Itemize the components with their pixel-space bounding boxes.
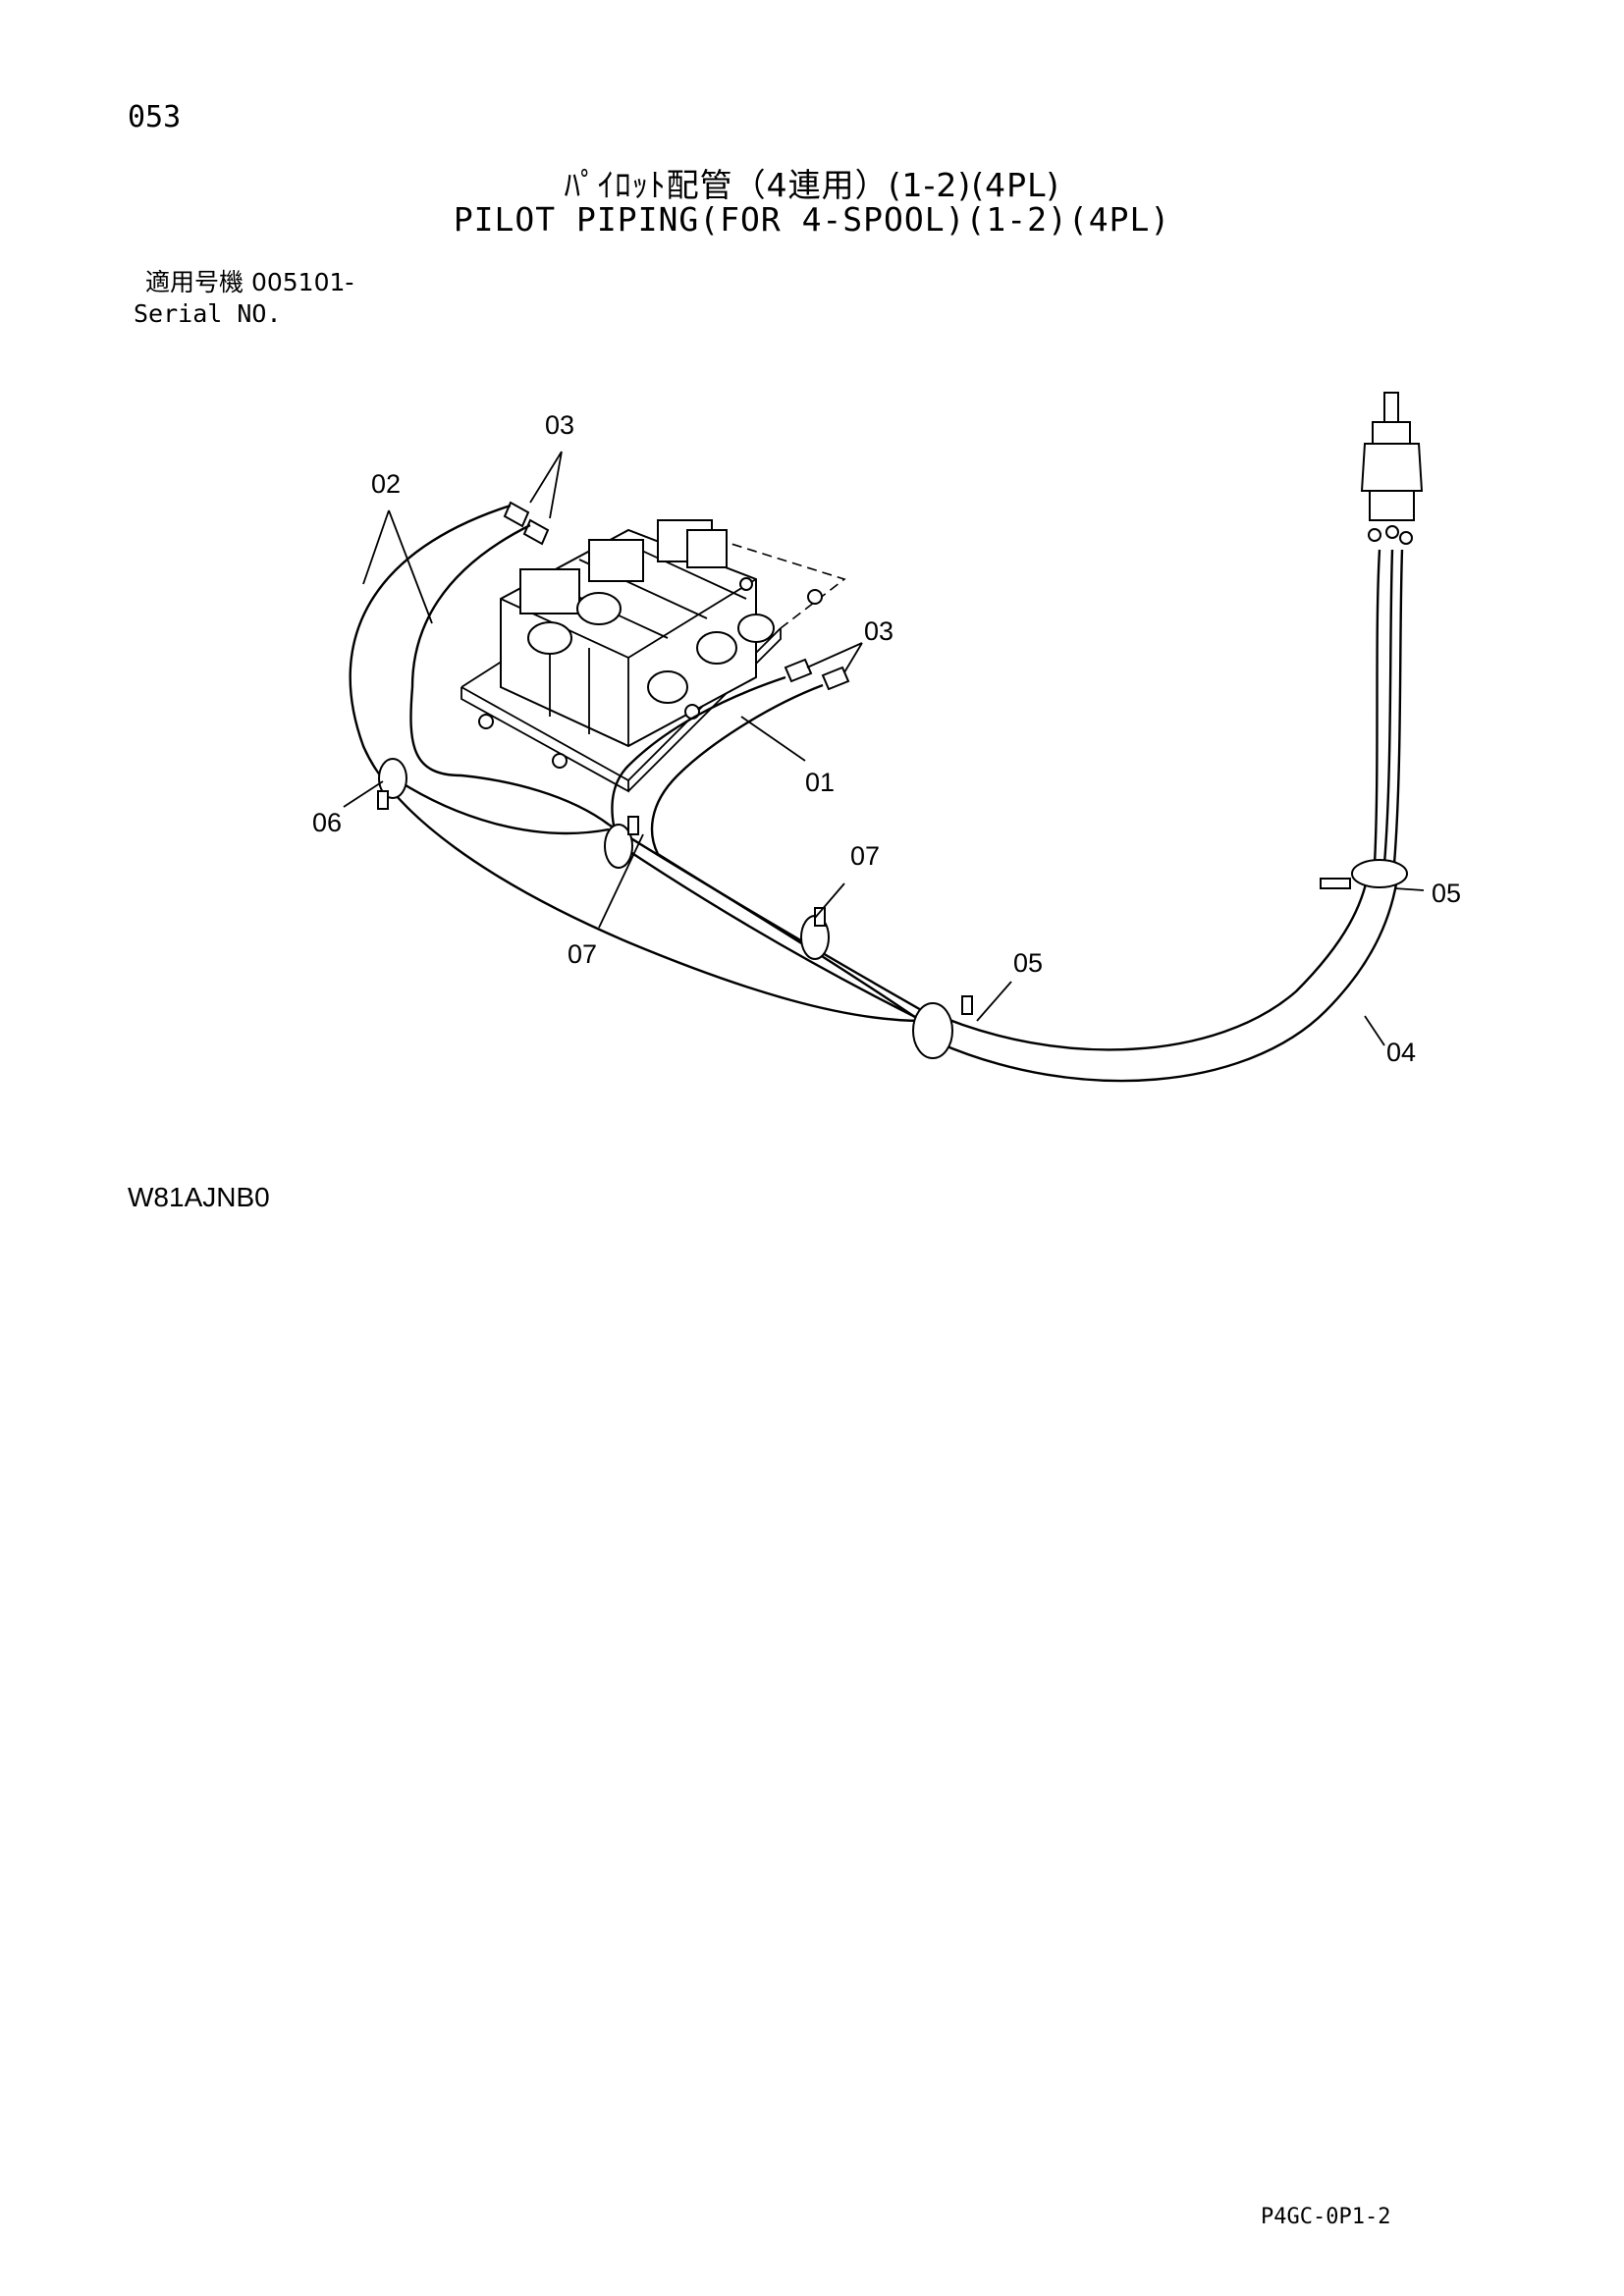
page-number: 053 [128,100,182,134]
callout-05-left: 05 [1013,948,1044,978]
pilot-lines-vertical [1373,549,1404,865]
callout-01: 01 [805,768,836,797]
control-valve-block [478,519,823,769]
elbow-fittings-upper [503,501,550,546]
title-japanese: ﾊﾟｲﾛｯﾄ配管（4連用）(1-2)(4PL) [564,166,1060,204]
page-code: P4GC-0P1-2 [1261,2205,1391,2229]
callout-04: 04 [1386,1038,1417,1067]
callout-07-left: 07 [568,939,598,969]
callout-03-right: 03 [864,616,894,646]
serial-label-english: Serial NO. [134,299,282,328]
leader-lines [343,451,1425,1046]
callout-05-right: 05 [1432,879,1462,908]
callout-03-upper: 03 [545,410,575,440]
figure-code: W81AJNB0 [128,1182,270,1212]
hose-bundle [397,778,929,1027]
pressure-switch [1360,392,1424,545]
callout-07-right: 07 [850,841,881,871]
clamp-07-left [604,816,639,869]
clamp-05-right [1320,859,1408,889]
callout-02: 02 [371,469,402,499]
serial-label-japanese: 適用号機 005101- [145,268,354,296]
pilot-piping-diagram [343,392,1425,1083]
hose-assembly-02 [349,504,924,1023]
elbow-fittings-right [784,658,850,691]
protective-hose-04 [927,863,1401,1083]
clamp-07-right [800,907,830,960]
clamp-05-left [912,995,973,1059]
title-english: PILOT PIPING(FOR 4-SPOOL)(1-2)(4PL) [453,200,1171,239]
clamp-06 [377,758,407,810]
hose-assembly-01 [611,675,824,855]
callout-06: 06 [312,808,343,837]
